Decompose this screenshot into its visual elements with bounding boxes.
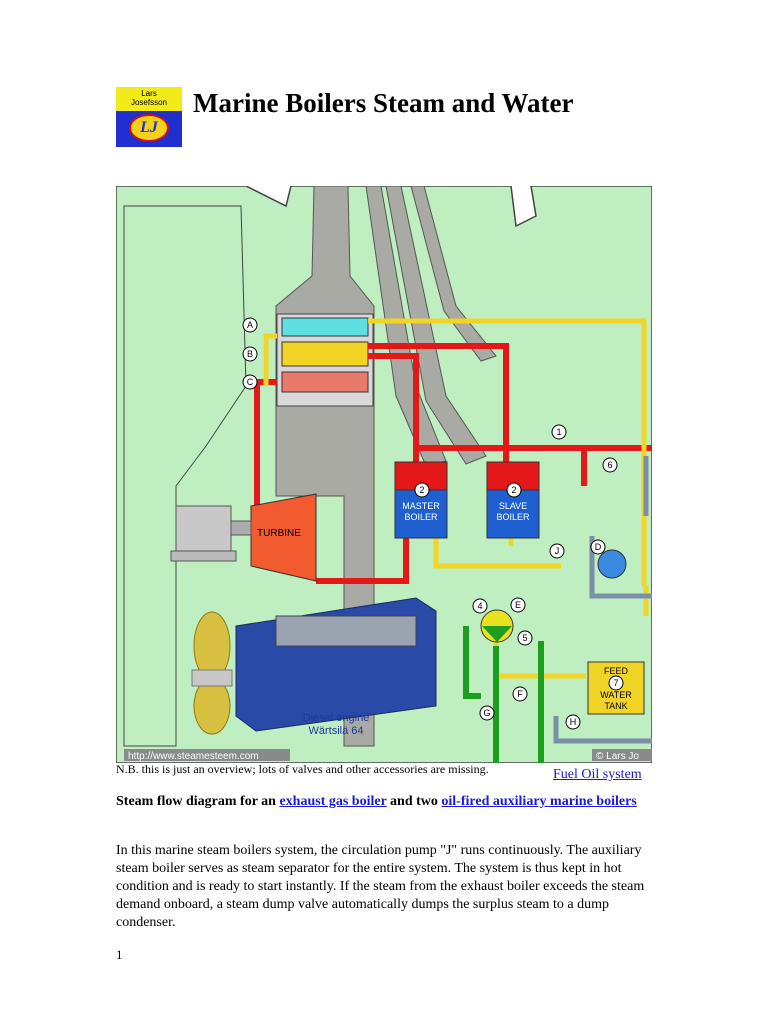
logo-line1: Lars: [141, 89, 157, 98]
feed-tank-label-1: FEED: [604, 666, 629, 676]
turbine-label: TURBINE: [257, 528, 301, 539]
valve-d-label: D: [595, 542, 602, 552]
logo: Lars Josefsson LJ: [116, 87, 182, 147]
caption-prefix: Steam flow diagram for an: [116, 794, 280, 809]
feed-tank-label-2: WATER: [600, 690, 632, 700]
engine-name: Diesel engine: [303, 712, 370, 724]
page-number: 1: [116, 947, 123, 962]
steam-flow-diagram: MASTER BOILER SLAVE BOILER TURBINE FEED …: [116, 186, 652, 763]
valve-h-label: H: [570, 717, 577, 727]
figure-caption: Steam flow diagram for an exhaust gas bo…: [116, 792, 656, 812]
valve-b-label: B: [247, 349, 253, 359]
point-5-label: 5: [522, 633, 527, 643]
overview-note: N.B. this is just an overview; lots of v…: [116, 762, 489, 776]
point-2b-label: 2: [511, 485, 516, 495]
body-paragraph: In this marine steam boilers system, the…: [116, 843, 645, 930]
source-url: http://www.steamesteem.com: [128, 751, 259, 762]
point-1-label: 1: [556, 427, 561, 437]
turbine: [250, 493, 317, 582]
valve-e-label: E: [515, 600, 521, 610]
valve-g-label: G: [483, 708, 490, 718]
master-boiler: [394, 489, 448, 539]
sea-water-pipes: [463, 626, 544, 763]
caption-middle: and two: [386, 794, 442, 809]
valve-c-label: C: [247, 377, 254, 387]
point-2a-label: 2: [419, 485, 424, 495]
point-4-label: 4: [477, 601, 482, 611]
slave-boiler-label-2: BOILER: [496, 512, 530, 522]
dump-condenser: [597, 549, 627, 579]
slave-boiler: [486, 489, 540, 539]
slave-boiler-label-1: SLAVE: [499, 501, 527, 511]
steam-pipes: [254, 343, 652, 584]
master-boiler-label-1: MASTER: [402, 501, 440, 511]
logo-name: Lars Josefsson: [116, 87, 182, 111]
page-title: Marine Boilers Steam and Water: [193, 88, 574, 118]
master-boiler-label-2: BOILER: [404, 512, 438, 522]
point-6-label: 6: [607, 460, 612, 470]
copyright: © Lars Jo: [596, 751, 639, 762]
exhaust-gas-boiler-link[interactable]: exhaust gas boiler: [279, 794, 387, 809]
valve-a-label: A: [247, 320, 253, 330]
feed-tank-label-3: TANK: [604, 701, 627, 711]
auxiliary-boilers-link[interactable]: oil-fired auxiliary marine boilers: [441, 794, 637, 809]
fuel-oil-system-link[interactable]: Fuel Oil system: [553, 767, 642, 782]
valve-j-label: J: [555, 546, 560, 556]
generator: [175, 505, 232, 552]
logo-line2: Josefsson: [130, 98, 168, 107]
logo-mark: LJ: [129, 114, 169, 142]
valve-f-label: F: [517, 689, 523, 699]
point-7-label: 7: [613, 678, 618, 688]
engine-model: Wärtsilä 64: [308, 725, 363, 737]
